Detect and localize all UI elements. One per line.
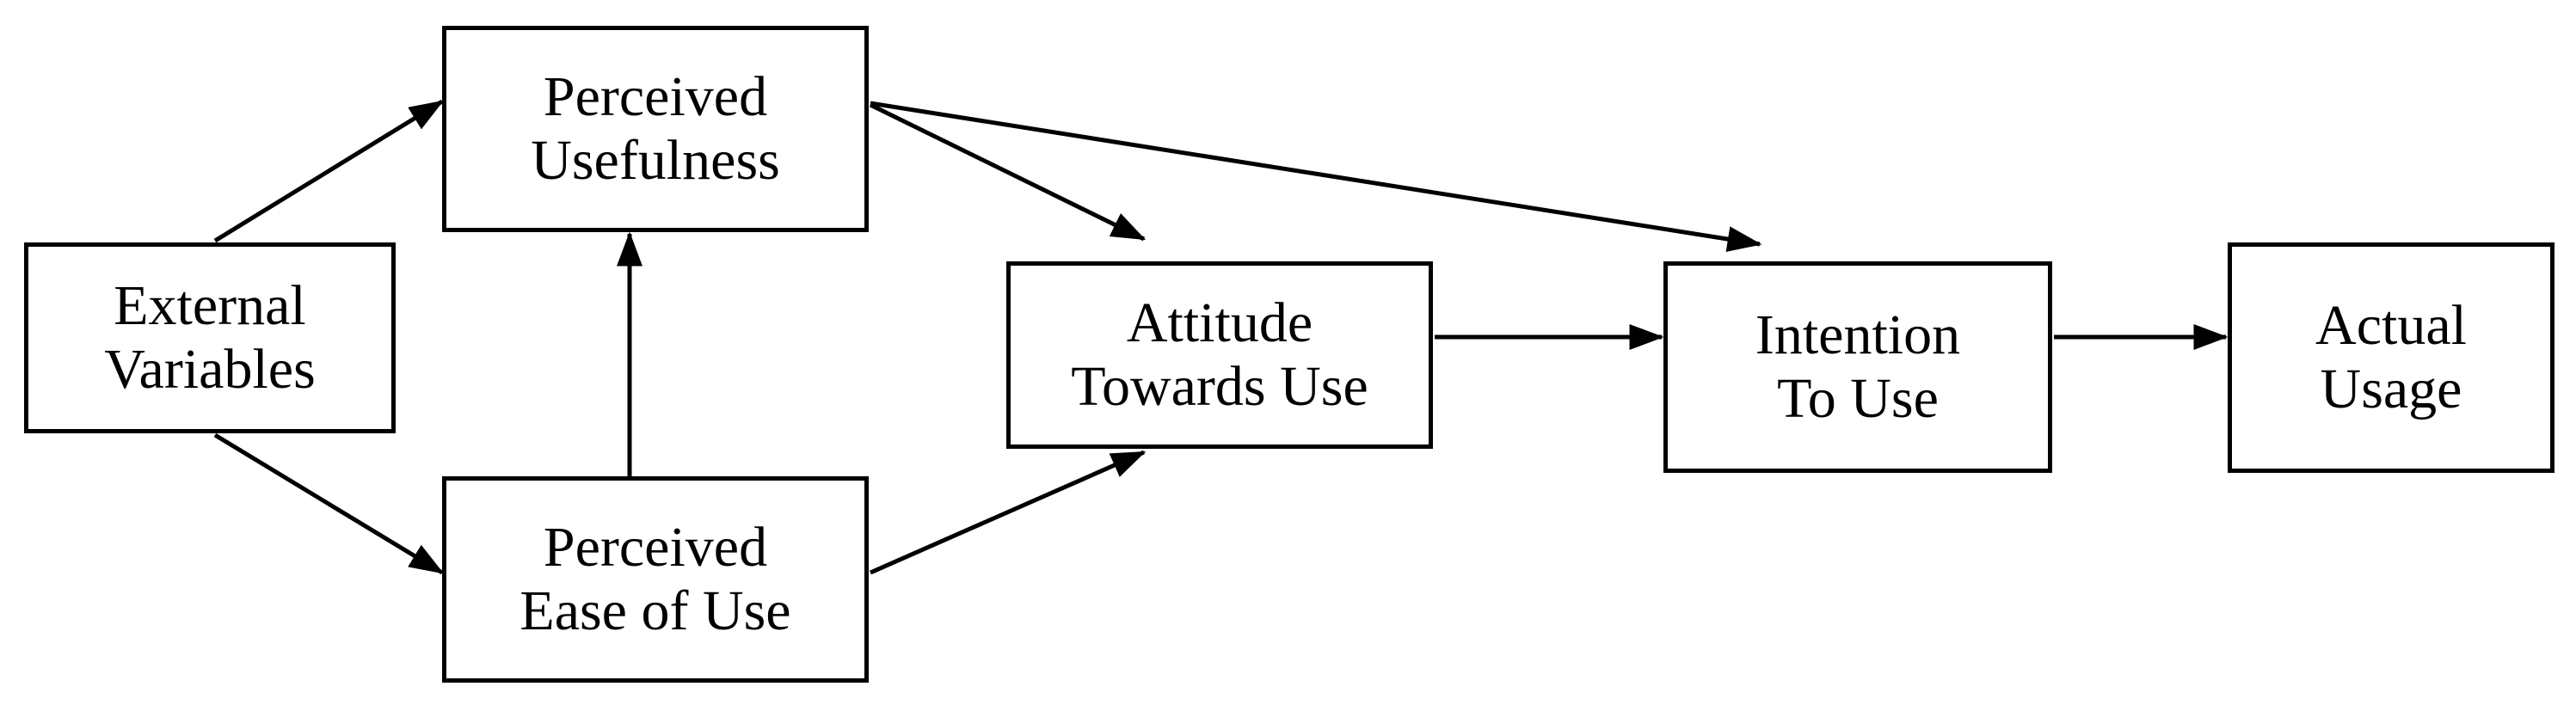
node-label-external-variables: External Variables — [104, 274, 316, 401]
arrow-external-to-ease — [213, 432, 445, 575]
node-intention-to-use: Intention To Use — [1663, 261, 2052, 473]
node-label-attitude-towards-use: Attitude Towards Use — [1071, 291, 1368, 418]
arrow-external-to-usefulness — [213, 99, 445, 243]
arrow-usefulness-to-attitude — [869, 102, 1147, 242]
arrow-usefulness-to-intention — [870, 101, 1762, 252]
arrow-ease-to-attitude — [869, 450, 1147, 575]
node-label-actual-usage: Actual Usage — [2315, 294, 2467, 420]
node-label-intention-to-use: Intention To Use — [1755, 303, 1961, 430]
node-label-perceived-usefulness: Perceived Usefulness — [531, 65, 780, 192]
node-label-perceived-ease-of-use: Perceived Ease of Use — [520, 516, 791, 642]
node-perceived-ease-of-use: Perceived Ease of Use — [442, 476, 869, 683]
node-actual-usage: Actual Usage — [2228, 242, 2554, 473]
node-external-variables: External Variables — [24, 242, 396, 433]
node-attitude-towards-use: Attitude Towards Use — [1006, 261, 1433, 449]
node-perceived-usefulness: Perceived Usefulness — [442, 26, 869, 232]
